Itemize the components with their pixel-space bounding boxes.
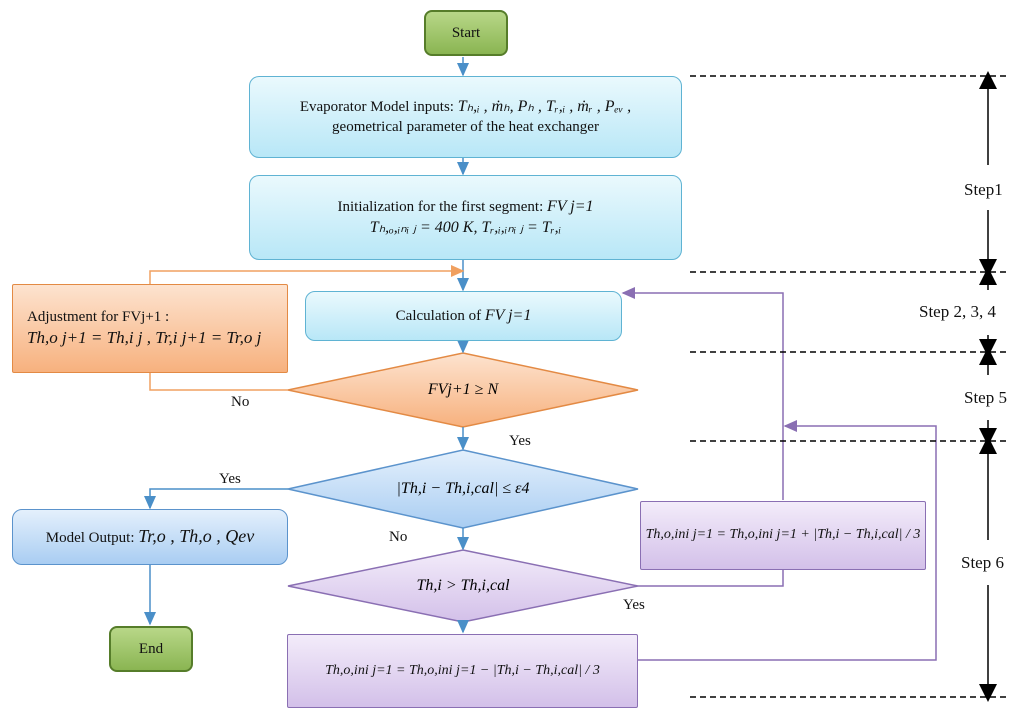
inputs-geometry-label: geometrical parameter of the heat exchan… [332, 118, 599, 135]
edge-label-yes-fv: Yes [509, 433, 531, 449]
edge-label-no-fv: No [231, 394, 250, 410]
calculation-box: Calculation of FV j=1 [305, 291, 622, 341]
adjust-equation: Th,o j+1 = Th,i j , Tr,i j+1 = Tr,o j [27, 328, 262, 348]
calc-variable: FV j=1 [484, 306, 532, 324]
no-loop-arrows [149, 265, 465, 391]
calc-label: Calculation of [395, 307, 482, 324]
edge-label-yes-tolerance: Yes [219, 471, 241, 487]
update-decrease-box: Th,o,ini j=1 = Th,o,ini j=1 − |Th,i − Th… [287, 634, 638, 708]
edge-label-no-tolerance: No [389, 529, 408, 545]
update-increase-box: Th,o,ini j=1 = Th,o,ini j=1 + |Th,i − Th… [640, 501, 926, 570]
step-separators [690, 75, 1010, 698]
inputs-label: Evaporator Model inputs: [299, 98, 454, 115]
output-label: Model Output: [45, 530, 135, 547]
inputs-variables: Tₕ,ᵢ , ṁₕ, Pₕ , Tᵣ,ᵢ , ṁᵣ , Pₑᵥ , [457, 97, 632, 115]
decision-compare-text: Th,i > Th,i,cal [416, 577, 510, 594]
init-variable: FV j=1 [547, 197, 594, 215]
adjust-label: Adjustment for FVj+1 : [27, 308, 170, 325]
adjustment-box: Adjustment for FVj+1 : Th,o j+1 = Th,i j… [12, 284, 288, 373]
start-label: Start [451, 24, 481, 41]
model-inputs-box: Evaporator Model inputs: Tₕ,ᵢ , ṁₕ, Pₕ ,… [249, 76, 682, 158]
initialization-box: Initialization for the first segment: FV… [249, 175, 682, 260]
end-terminal: End [109, 626, 193, 672]
edge-label-yes-compare: Yes [623, 597, 645, 613]
decision-tolerance-text: |Th,i − Th,i,cal| ≤ ε4 [396, 480, 530, 497]
update-decrease-equation: Th,o,ini j=1 = Th,o,ini j=1 − |Th,i − Th… [325, 662, 600, 678]
step-label-5: Step 5 [964, 388, 1007, 407]
output-variables: Tr,o , Th,o , Qev [138, 526, 255, 547]
update-increase-equation: Th,o,ini j=1 = Th,o,ini j=1 + |Th,i − Th… [645, 527, 921, 543]
model-output-box: Model Output: Tr,o , Th,o , Qev [12, 509, 288, 565]
decision-fv-text: FVj+1 ≥ N [427, 381, 499, 398]
init-label: Initialization for the first segment: [337, 198, 544, 215]
end-label: End [138, 640, 164, 657]
step-label-1: Step1 [964, 180, 1003, 199]
update-loop-arrows [621, 287, 937, 661]
step-label-2-3-4: Step 2, 3, 4 [919, 302, 996, 321]
step-label-6: Step 6 [961, 553, 1004, 572]
init-equation: Tₕ,ₒ,ᵢₙᵢ ⱼ = 400 K, Tᵣ,ᵢ,ᵢₙᵢ ⱼ = Tᵣ,ᵢ [369, 218, 562, 236]
start-terminal: Start [424, 10, 508, 56]
